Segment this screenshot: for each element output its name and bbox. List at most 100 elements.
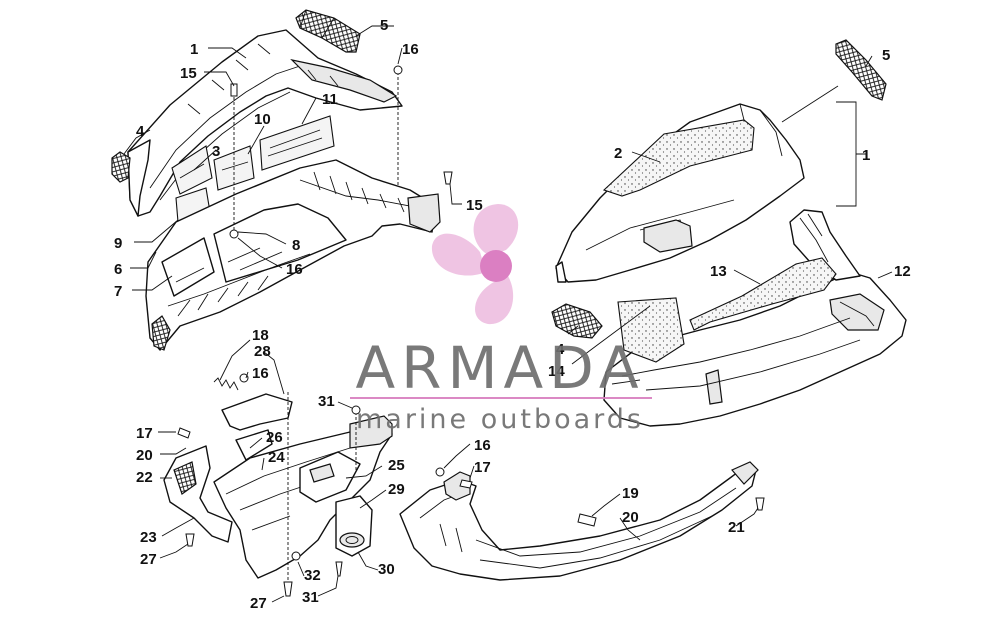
hood-nose-strip [127, 139, 151, 217]
callout-16-skid: 16 [474, 437, 491, 454]
callout-10: 10 [254, 111, 271, 128]
callout-29: 29 [388, 481, 405, 498]
callout-16-chassis: 16 [252, 365, 269, 382]
screw-31-lower [335, 561, 343, 577]
callout-26: 26 [266, 429, 283, 446]
callout-20-left: 20 [136, 447, 153, 464]
callout-18: 18 [252, 327, 269, 344]
callout-11: 11 [322, 91, 338, 108]
callout-9: 9 [114, 235, 122, 252]
callout-1-bracket: 1 [862, 147, 870, 164]
front-vent-grille [551, 303, 603, 339]
screw-17-skid [459, 479, 473, 489]
side-panel-assembly-right [551, 39, 907, 427]
callout-24: 24 [268, 449, 285, 466]
propeller-blade-top [473, 204, 519, 256]
armada-watermark: ARMADA marine outboards [350, 204, 652, 435]
skid-plate-assembly-left [163, 373, 393, 597]
belly-pan-upper-flange [789, 209, 861, 281]
top-vent-grille [295, 9, 361, 53]
callout-27-left: 27 [140, 551, 157, 568]
skid-rear-tab [731, 461, 759, 485]
chassis-rail [349, 415, 393, 449]
screw-21 [755, 497, 765, 511]
screw-17-left [177, 427, 191, 439]
callout-7: 7 [114, 283, 122, 300]
callout-21: 21 [728, 519, 745, 536]
nut-32 [291, 551, 301, 561]
hood-fasteners [229, 65, 453, 239]
insulation-pad-11 [259, 115, 335, 171]
callout-17-skid: 17 [474, 459, 491, 476]
nut-31-upper [351, 405, 361, 415]
nut-16-chassis [239, 373, 249, 383]
nut-16-skid [435, 467, 445, 477]
callout-1-hood: 1 [190, 41, 198, 58]
callout-labels: 1 1 2 3 4 4 5 5 6 7 8 9 10 11 12 13 14 1… [114, 17, 911, 612]
hood-assembly-left [111, 9, 441, 351]
leader-lines [123, 25, 893, 603]
skid-assembly-right [399, 461, 765, 581]
hood-inner-window [161, 237, 215, 297]
propeller-blade-right [475, 276, 514, 325]
callout-16-upper: 16 [402, 41, 419, 58]
insulation-pad-2 [602, 119, 755, 197]
callout-25: 25 [388, 457, 405, 474]
screw-27-lower [283, 581, 293, 597]
callout-32: 32 [304, 567, 321, 584]
skid-front-bracket [443, 471, 471, 501]
hood-rear-lip [555, 261, 567, 283]
propeller-hub [480, 250, 512, 282]
callout-13: 13 [710, 263, 727, 280]
callout-28: 28 [254, 343, 271, 360]
screw-27-left [185, 533, 195, 547]
watermark-brand: ARMADA [355, 334, 644, 402]
screw-15-upper [230, 83, 238, 97]
propeller-logo-icon [431, 204, 519, 325]
nut-16-lower [229, 229, 239, 239]
screw-15-side [443, 171, 453, 185]
grommet-30 [339, 532, 365, 548]
callout-16-hood-lower: 16 [286, 261, 303, 278]
watermark-tagline: marine outboards [356, 404, 644, 435]
callout-15-upper: 15 [180, 65, 197, 82]
propeller-blade-left [431, 233, 486, 276]
spring-18 [213, 377, 239, 391]
bracket-28 [221, 393, 293, 431]
callout-4-left: 4 [136, 123, 145, 140]
hood-inner-window-right [213, 203, 347, 283]
nut-16-upper [393, 65, 403, 75]
callout-23: 23 [140, 529, 157, 546]
callout-bracket [836, 101, 866, 207]
hood-scoop [643, 219, 693, 253]
side-vent-grille-right [835, 39, 887, 101]
hood-top-vent [290, 58, 398, 103]
clip-19 [577, 513, 597, 527]
insulation-pad-14 [617, 297, 685, 363]
hood-side-tab [407, 193, 441, 233]
callout-5-right: 5 [882, 47, 890, 64]
callout-2: 2 [614, 145, 622, 162]
callout-3: 3 [212, 143, 220, 160]
callout-31-upper: 31 [318, 393, 335, 410]
side-vent-grille-left [111, 151, 131, 183]
callout-6: 6 [114, 261, 122, 278]
callout-4-right: 4 [556, 341, 565, 358]
belly-pan-side-slot [705, 369, 723, 405]
callout-22: 22 [136, 469, 153, 486]
callout-14: 14 [548, 363, 565, 380]
callout-31-lower: 31 [302, 589, 319, 606]
callout-20-skid: 20 [622, 509, 639, 526]
callout-5-top: 5 [380, 17, 388, 34]
insulation-pad-13 [689, 257, 837, 331]
callout-30: 30 [378, 561, 395, 578]
side-shield-mesh [173, 461, 197, 495]
callout-8: 8 [292, 237, 300, 254]
insulation-pad-3 [171, 145, 213, 195]
hood-lower-grille [151, 315, 171, 351]
callout-12: 12 [894, 263, 911, 280]
callout-19: 19 [622, 485, 639, 502]
callout-17-left: 17 [136, 425, 153, 442]
callout-27-lower: 27 [250, 595, 267, 612]
